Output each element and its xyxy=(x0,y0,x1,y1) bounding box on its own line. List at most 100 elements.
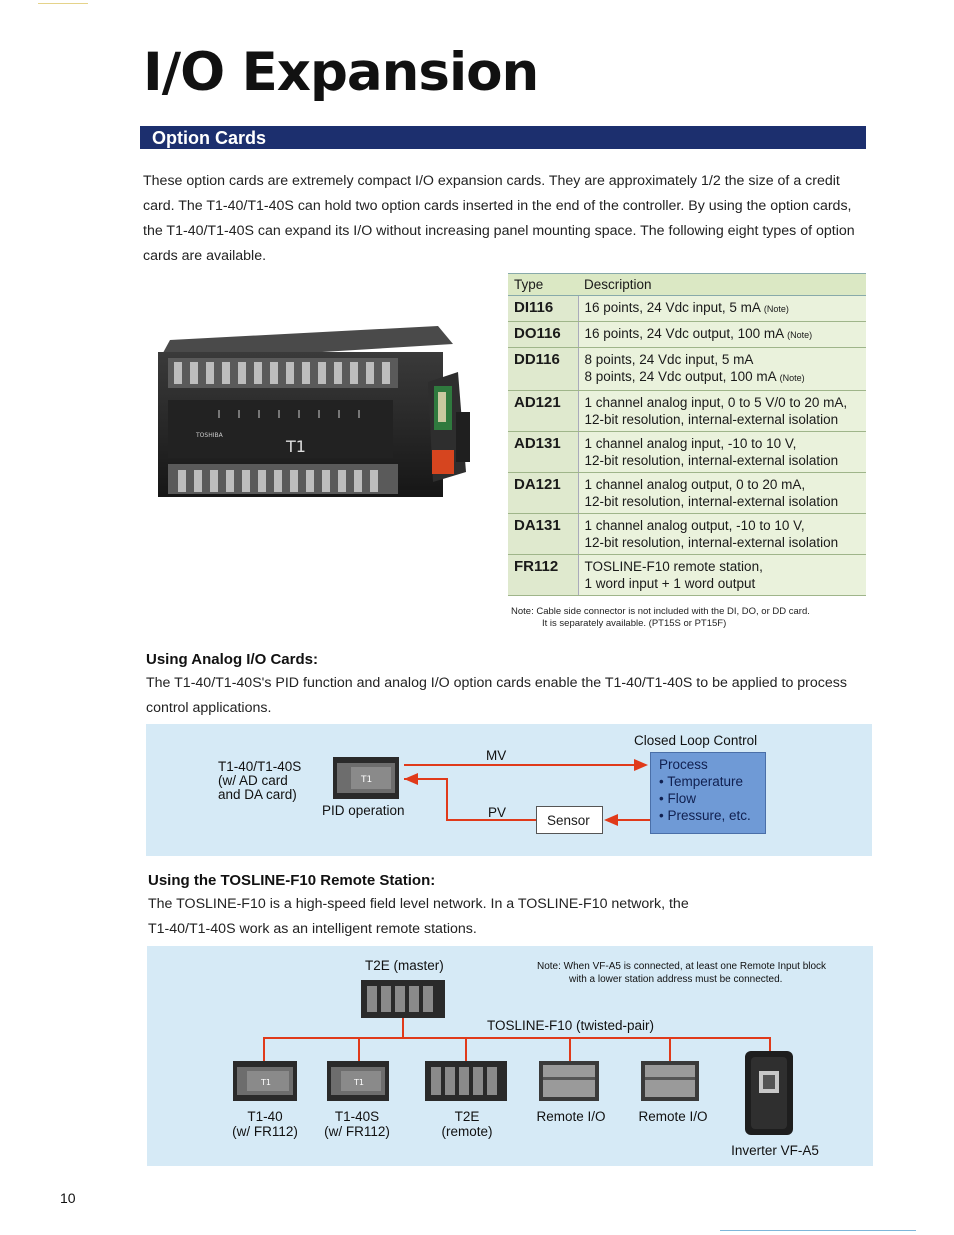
table-footnote: Note: Cable side connector is not includ… xyxy=(511,606,871,630)
analog-paragraph: The T1-40/T1-40S's PID function and anal… xyxy=(146,675,847,716)
description-line: 1 channel analog output, -10 to 10 V, xyxy=(584,518,805,533)
device-label-inverter: Inverter VF-A5 xyxy=(731,1143,819,1158)
card-type-cell: AD121 xyxy=(508,390,579,432)
table-row: DA131 1 channel analog output, -10 to 10… xyxy=(508,513,866,555)
description-line: 12-bit resolution, internal-external iso… xyxy=(584,535,839,550)
table-row: DI116 16 points, 24 Vdc input, 5 mA (Not… xyxy=(508,295,866,322)
table-row: DA121 1 channel analog output, 0 to 20 m… xyxy=(508,472,866,514)
device-label-t1-40: T1-40 (w/ FR112) xyxy=(231,1109,299,1139)
card-description-cell: 16 points, 24 Vdc input, 5 mA (Note) xyxy=(578,295,866,322)
t1-40s-icon: T1 xyxy=(327,1061,389,1101)
remote-io-icon xyxy=(539,1061,599,1101)
description-line: TOSLINE-F10 remote station, xyxy=(584,559,763,574)
closed-loop-diagram: T1-40/T1-40S (w/ AD card and DA card) T1… xyxy=(146,724,872,856)
mv-signal-line xyxy=(404,764,642,766)
device-label-line: T1-40S xyxy=(334,1109,380,1124)
section-header-bar: Option Cards xyxy=(140,126,866,149)
table-row: AD121 1 channel analog input, 0 to 5 V/0… xyxy=(508,390,866,432)
device-label: T1-40/T1-40S (w/ AD card and DA card) xyxy=(218,760,301,802)
t2e-remote-icon xyxy=(425,1061,507,1101)
t1-controller-icon: T1 xyxy=(333,757,399,799)
card-description-cell: 1 channel analog input, -10 to 10 V, 12-b… xyxy=(578,431,866,473)
tosline-note-line: Note: When VF-A5 is connected, at least … xyxy=(537,961,827,972)
device-label-line: (w/ FR112) xyxy=(232,1124,298,1139)
network-bus-line xyxy=(263,1037,771,1039)
card-description-cell: 1 channel analog output, 0 to 20 mA, 12-b… xyxy=(578,472,866,514)
card-description-cell: 8 points, 24 Vdc input, 5 mA 8 points, 24… xyxy=(578,347,866,391)
top-corner-mark xyxy=(38,3,88,4)
table-header-cell: Description xyxy=(578,273,866,296)
note-mark: (Note) xyxy=(763,304,789,314)
intro-paragraph: These option cards are extremely compact… xyxy=(143,173,855,264)
note-mark: (Note) xyxy=(779,373,805,383)
process-item: • Pressure, etc. xyxy=(659,808,751,823)
remote-io-icon xyxy=(641,1061,699,1101)
tosline-paragraph-line: T1-40/T1-40S work as an intelligent remo… xyxy=(148,921,477,937)
page-number: 10 xyxy=(60,1190,76,1206)
device-label-t2e-remote: T2E (remote) xyxy=(433,1109,501,1139)
option-card-table: Type Description DI116 16 points, 24 Vdc… xyxy=(508,273,866,596)
device-label-remote-io: Remote I/O xyxy=(536,1109,606,1124)
pv-label: PV xyxy=(488,805,507,820)
card-type-cell: DA121 xyxy=(508,472,579,514)
tosline-paragraph-line: The TOSLINE-F10 is a high-speed field le… xyxy=(148,896,689,912)
pid-label: PID operation xyxy=(322,803,405,818)
card-description-cell: 1 channel analog output, -10 to 10 V, 12-… xyxy=(578,513,866,555)
card-type-cell: FR112 xyxy=(508,554,579,596)
card-description-cell: 1 channel analog input, 0 to 5 V/0 to 20… xyxy=(578,390,866,432)
device-label-line: (w/ FR112) xyxy=(324,1124,390,1139)
description-line: 12-bit resolution, internal-external iso… xyxy=(584,412,839,427)
drop-line xyxy=(569,1037,571,1061)
device-label-line: and DA card) xyxy=(218,787,297,802)
note-mark: (Note) xyxy=(787,330,813,340)
description-line: 1 channel analog input, -10 to 10 V, xyxy=(584,436,797,451)
process-item: • Flow xyxy=(659,791,696,806)
t1-badge: T1 xyxy=(360,775,372,785)
tosline-network-diagram: T2E (master) Note: When VF-A5 is connect… xyxy=(147,946,873,1166)
device-label-remote-io: Remote I/O xyxy=(638,1109,708,1124)
controller-product-photo: TOSHIBA T1 xyxy=(158,326,470,497)
t1-40-icon: T1 xyxy=(233,1061,297,1101)
description-line: 16 points, 24 Vdc output, 100 mA xyxy=(584,326,784,341)
card-description-cell: 16 points, 24 Vdc output, 100 mA (Note) xyxy=(578,321,866,348)
pv-signal-line xyxy=(446,819,536,821)
photo-brand-text: TOSHIBA xyxy=(195,432,224,439)
bus-label: TOSLINE-F10 (twisted-pair) xyxy=(487,1018,655,1033)
description-line: 1 word input + 1 word output xyxy=(584,576,756,591)
t1-badge: T1 xyxy=(353,1078,364,1087)
sensor-signal-line xyxy=(612,819,650,821)
master-drop-line xyxy=(402,1018,404,1038)
card-type-cell: DO116 xyxy=(508,321,579,348)
device-label-line: T1-40/T1-40S xyxy=(218,759,302,774)
photo-model-text: T1 xyxy=(285,437,306,456)
bottom-rule xyxy=(720,1230,916,1231)
card-type-cell: DI116 xyxy=(508,295,579,322)
description-line: 16 points, 24 Vdc input, 5 mA xyxy=(584,300,761,315)
drop-line xyxy=(263,1037,265,1061)
footnote-line: It is separately available. (PT15S or PT… xyxy=(542,618,727,629)
card-type-cell: DA131 xyxy=(508,513,579,555)
closed-loop-label: Closed Loop Control xyxy=(634,733,758,748)
card-type-cell: AD131 xyxy=(508,431,579,473)
t2e-master-icon xyxy=(361,980,445,1018)
drop-line xyxy=(669,1037,671,1061)
card-description-cell: TOSLINE-F10 remote station, 1 word input … xyxy=(578,554,866,596)
inverter-icon xyxy=(745,1051,793,1135)
description-line: 12-bit resolution, internal-external iso… xyxy=(584,453,839,468)
tosline-note-line: with a lower station address must be con… xyxy=(569,974,783,985)
process-item: • Temperature xyxy=(659,774,744,789)
pv-signal-line xyxy=(446,778,448,820)
device-label-line: T2E xyxy=(454,1109,480,1124)
footnote-line: Note: Cable side connector is not includ… xyxy=(511,606,810,617)
arrow-left-icon xyxy=(404,773,418,785)
description-line: 8 points, 24 Vdc output, 100 mA xyxy=(584,369,776,384)
device-label-t1-40s: T1-40S (w/ FR112) xyxy=(323,1109,391,1139)
sensor-box: Sensor xyxy=(536,806,603,834)
description-line: 1 channel analog output, 0 to 20 mA, xyxy=(584,477,806,492)
table-row: AD131 1 channel analog input, -10 to 10 … xyxy=(508,431,866,473)
drop-line xyxy=(358,1037,360,1061)
description-line: 8 points, 24 Vdc input, 5 mA xyxy=(584,352,754,367)
table-row: DO116 16 points, 24 Vdc output, 100 mA (… xyxy=(508,321,866,348)
description-line: 12-bit resolution, internal-external iso… xyxy=(584,494,839,509)
